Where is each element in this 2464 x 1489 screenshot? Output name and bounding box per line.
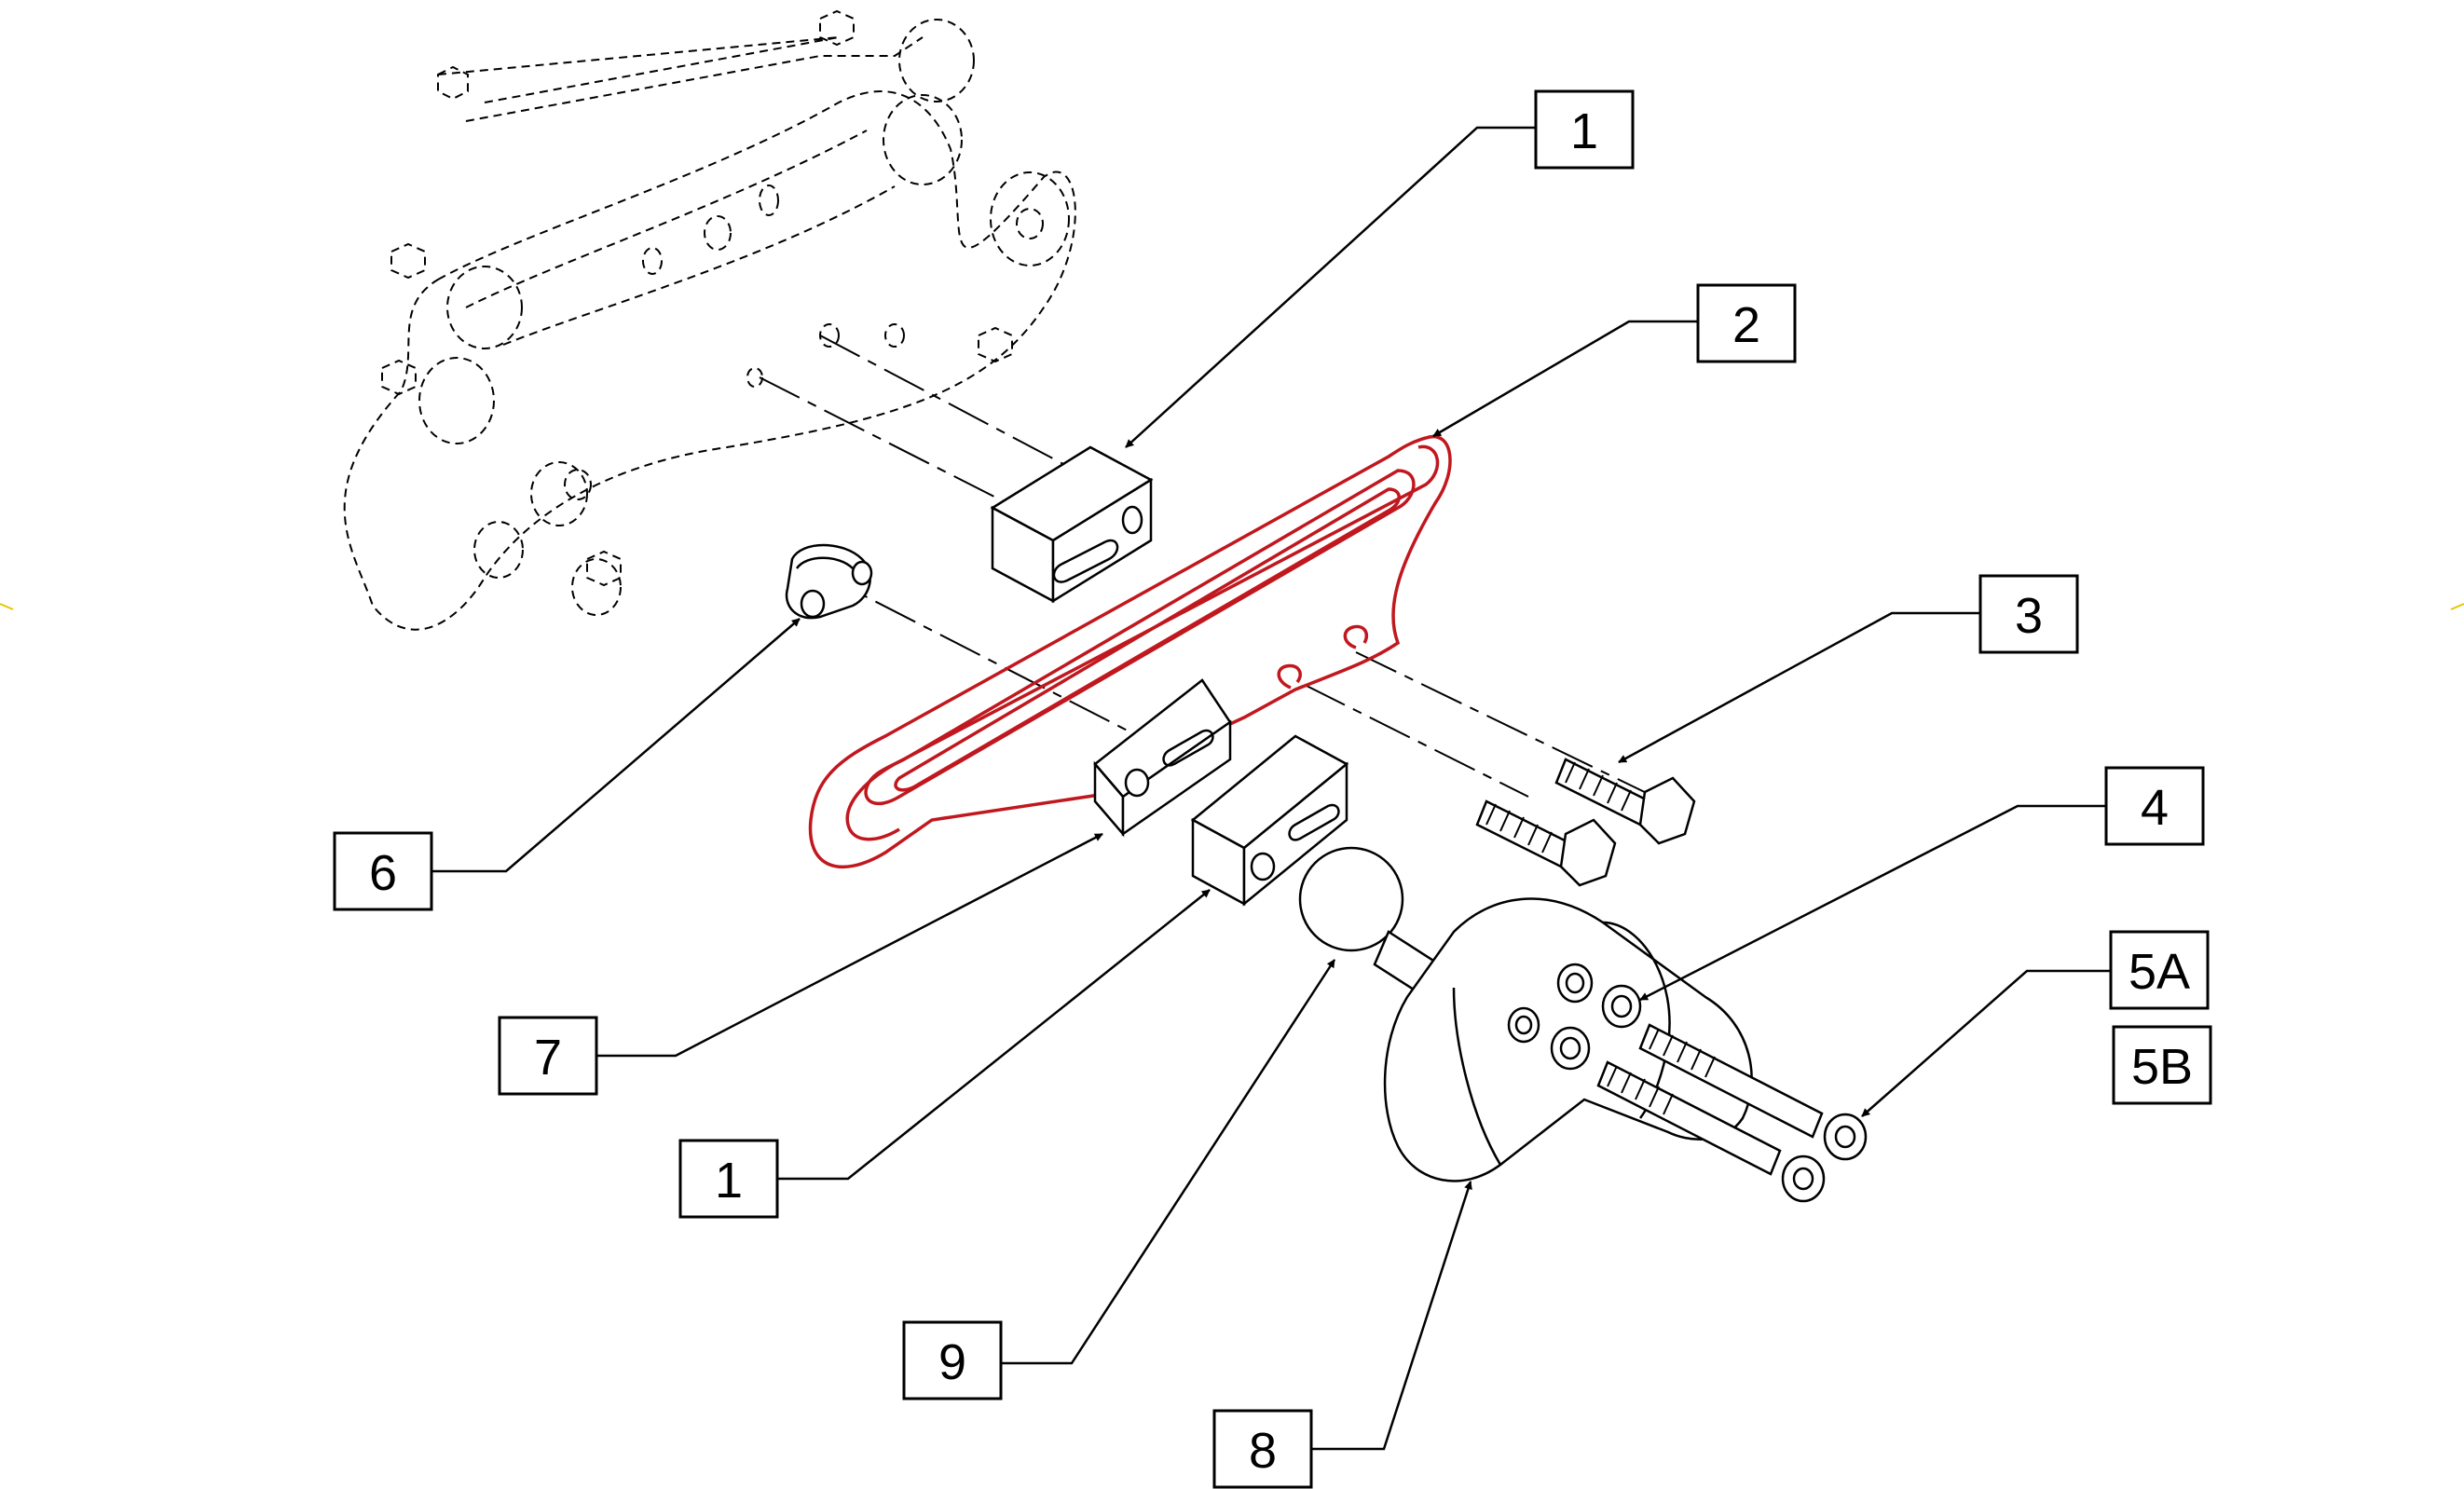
svg-text:9: 9 — [938, 1334, 966, 1390]
svg-text:1: 1 — [1570, 103, 1598, 159]
callout-7: 7 — [498, 1016, 598, 1096]
leader-8 — [1311, 1181, 1472, 1451]
callout-5b: 5B — [2112, 1025, 2212, 1105]
callout-4: 4 — [2104, 766, 2205, 846]
svg-text:5A: 5A — [2129, 944, 2190, 1000]
leader-1-bottom — [777, 889, 1211, 1181]
bushing-part-6 — [785, 543, 873, 620]
leader-1-top — [1125, 126, 1536, 448]
hex-bolts-part-3 — [1475, 758, 1696, 887]
leader-3 — [1618, 611, 1980, 764]
callout-6: 6 — [333, 831, 433, 911]
callout-3: 3 — [1978, 574, 2079, 654]
callout-8: 8 — [1212, 1409, 1313, 1489]
cap-screws-part-5 — [1596, 1023, 1868, 1203]
svg-text:4: 4 — [2141, 780, 2169, 836]
callout-5a: 5A — [2109, 930, 2210, 1010]
callout-1-bottom: 1 — [678, 1139, 779, 1219]
svg-text:5B: 5B — [2131, 1039, 2193, 1095]
svg-text:8: 8 — [1249, 1423, 1277, 1479]
edge-tick-marks — [0, 603, 2464, 610]
leader-9 — [995, 959, 1336, 1365]
ghost-frame-assembly — [343, 9, 1076, 631]
callout-1-top: 1 — [1534, 89, 1635, 170]
leader-6 — [431, 618, 801, 873]
svg-text:6: 6 — [369, 845, 397, 901]
svg-text:2: 2 — [1732, 297, 1760, 353]
leader-4 — [1639, 804, 2106, 1002]
svg-text:1: 1 — [715, 1153, 743, 1209]
svg-text:7: 7 — [534, 1030, 562, 1086]
spacer-block-part-7 — [1093, 678, 1232, 838]
spacer-block-part-1-bottom — [1190, 734, 1349, 907]
leader-5a — [1861, 969, 2111, 1117]
clamp-body-part-8 — [1383, 897, 1753, 1182]
leader-7 — [596, 832, 1103, 1058]
spacer-block-part-1-top — [990, 445, 1154, 604]
svg-text:3: 3 — [2015, 588, 2043, 644]
callout-2: 2 — [1696, 283, 1797, 363]
leader-lines — [431, 126, 2111, 1451]
leader-2 — [1432, 320, 1698, 438]
callout-9: 9 — [902, 1320, 1003, 1400]
